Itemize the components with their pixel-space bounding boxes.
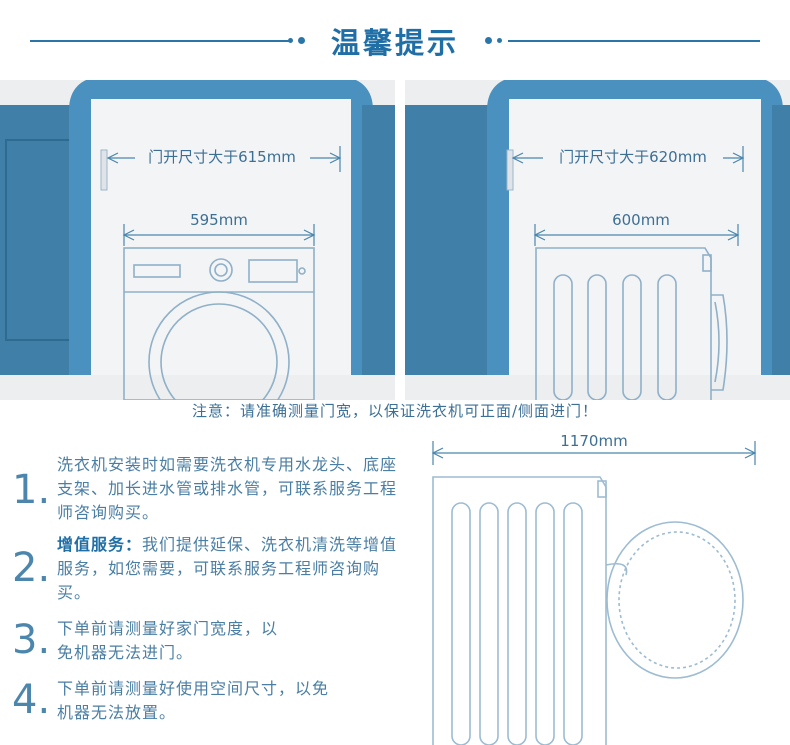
notice-text: 注意：请准确测量门宽，以保证洗衣机可正面/侧面进门！	[191, 402, 599, 420]
machine-width-label: 595mm	[190, 211, 248, 229]
door-frame-right	[487, 80, 783, 400]
tip-number: 3.	[12, 617, 51, 663]
tip-text: 洗衣机安装时如需要洗衣机专用水龙头、底座支架、加长进水管或排水管，可联系服务工程…	[57, 453, 412, 525]
tip-item-4: 4. 下单前请测量好使用空间尺寸，以免机器无法放置。	[12, 675, 412, 727]
side-door-illustration: 门开尺寸大于620mm 600mm	[405, 80, 790, 400]
washer-side	[535, 247, 728, 400]
title-right-dot	[485, 37, 492, 44]
door-width-label: 门开尺寸大于615mm	[148, 148, 296, 166]
washer-front	[123, 247, 315, 400]
tip-text: 下单前请测量好使用空间尺寸，以免机器无法放置。	[57, 677, 332, 725]
tip-body: 下单前请测量好家门宽度，以免机器无法进门。	[57, 619, 279, 662]
tip-text: 增值服务：我们提供延保、洗衣机清洗等增值服务，如您需要，可联系服务工程师咨询购买…	[57, 533, 412, 605]
page-title: 温馨提示	[330, 26, 459, 60]
title-left-dot	[298, 37, 305, 44]
tip-bold: 增值服务：	[57, 535, 143, 554]
title-left-line	[30, 40, 292, 42]
door-frame	[69, 80, 373, 400]
title-bar: 温馨提示	[0, 0, 790, 80]
tip-number: 1.	[12, 467, 51, 513]
tips-list: 1. 洗衣机安装时如需要洗衣机专用水龙头、底座支架、加长进水管或排水管，可联系服…	[0, 445, 420, 745]
washer-side-open-door	[432, 476, 744, 745]
tip-body: 我们提供延保、洗衣机清洗等增值服务，如您需要，可联系服务工程师咨询购买。	[57, 535, 398, 602]
tip-number: 4.	[12, 677, 51, 723]
title-right-line	[508, 40, 760, 42]
depth-illustration: 1170mm	[431, 432, 757, 745]
tip-item-1: 1. 洗衣机安装时如需要洗衣机专用水龙头、底座支架、加长进水管或排水管，可联系服…	[12, 453, 412, 525]
door-width-label-right: 门开尺寸大于620mm	[559, 148, 707, 166]
title-left-dot-small	[288, 38, 293, 43]
total-depth-label: 1170mm	[560, 432, 627, 450]
title-right-dot-small	[497, 38, 502, 43]
tip-text: 下单前请测量好家门宽度，以免机器无法进门。	[57, 617, 287, 665]
open-door-panel-right	[405, 105, 495, 395]
tip-item-2: 2. 增值服务：我们提供延保、洗衣机清洗等增值服务，如您需要，可联系服务工程师咨…	[12, 533, 412, 605]
tip-number: 2.	[12, 545, 51, 591]
tip-body: 洗衣机安装时如需要洗衣机专用水龙头、底座支架、加长进水管或排水管，可联系服务工程…	[57, 455, 398, 522]
tip-body: 下单前请测量好使用空间尺寸，以免机器无法放置。	[57, 679, 330, 722]
tip-item-3: 3. 下单前请测量好家门宽度，以免机器无法进门。	[12, 615, 412, 667]
machine-depth-label: 600mm	[612, 211, 670, 229]
front-door-illustration: 门开尺寸大于615mm 595mm	[0, 80, 395, 400]
